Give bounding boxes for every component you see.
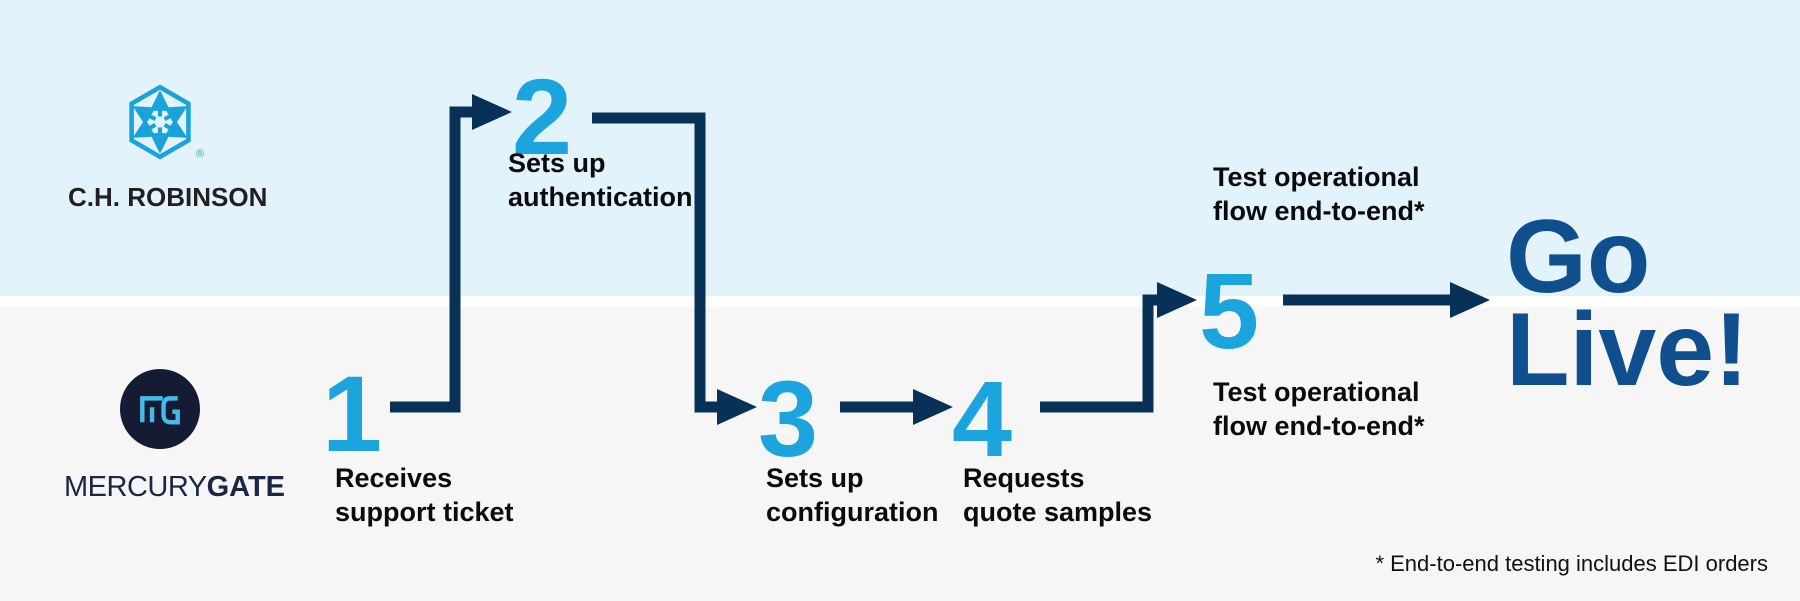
chr-hexagon-icon [129,84,191,160]
chr-registered-trademark: ® [196,148,205,160]
mg-lane-background [0,307,1800,601]
step-3-number: 3 [758,358,819,479]
mg-wordmark-mercury: MERCURY [64,471,207,503]
step-1-label-line2: support ticket [335,497,514,527]
footnote: * End-to-end testing includes EDI orders [1375,551,1768,576]
go-live-title: Go Live! [1506,199,1749,408]
step-5-label-top: Test operational flow end-to-end* [1213,160,1424,228]
step-1-label-line1: Receives [335,463,453,493]
chr-wordmark: C.H. ROBINSON [68,182,268,212]
mg-wordmark-gate: GATE [206,471,285,503]
step-1-number: 1 [322,353,383,474]
step-2-label: Sets up authentication [508,146,693,214]
step-4-label-line2: quote samples [963,497,1153,527]
step-4-number: 4 [952,358,1013,479]
step-4-label-line1: Requests [963,463,1085,493]
chr-lane-background [0,0,1800,296]
go-live-line2: Live! [1506,292,1749,408]
mg-monogram-badge [120,369,200,449]
step-2-number: 2 [512,56,573,177]
step-5-label-bottom-line1: Test operational [1213,377,1420,407]
step-1-label: Receives support ticket [335,461,514,529]
go-live-line1: Go [1506,199,1651,315]
mg-wordmark: MERCURYGATE [64,471,285,504]
step-3-label: Sets up configuration [766,461,938,529]
step-2-label-line2: authentication [508,182,693,212]
step-3-label-line2: configuration [766,497,939,527]
step-4-label: Requests quote samples [963,461,1152,529]
step-5-label-bottom-line2: flow end-to-end* [1213,411,1425,441]
step-3-label-line1: Sets up [766,463,864,493]
lane-divider [0,296,1800,307]
step-5-label-top-line1: Test operational [1213,162,1420,192]
step-5-label-bottom: Test operational flow end-to-end* [1213,375,1424,443]
step-5-label-top-line2: flow end-to-end* [1213,196,1425,226]
step-5-number: 5 [1199,250,1260,371]
step-2-label-line1: Sets up [508,148,606,178]
mg-monogram-icon [140,396,180,425]
